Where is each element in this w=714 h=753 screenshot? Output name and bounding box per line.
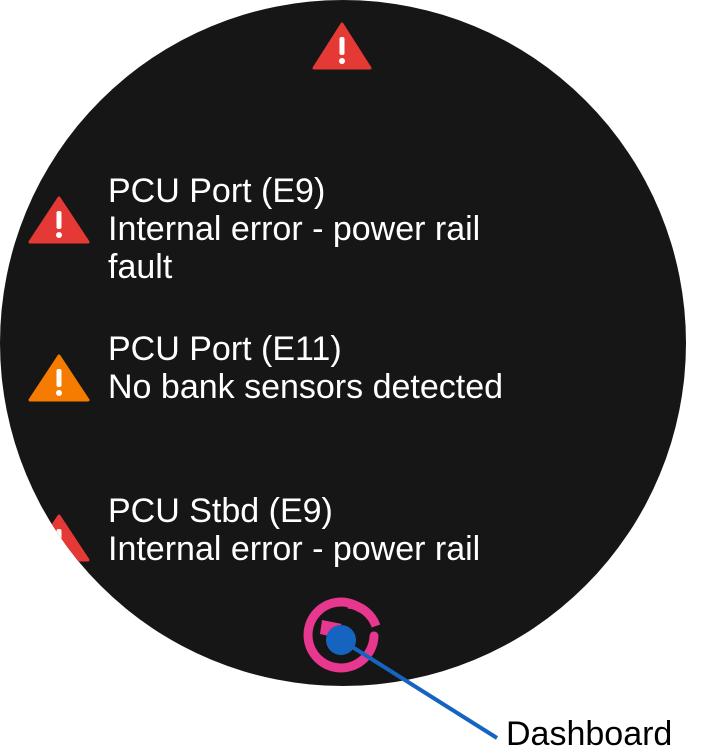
error-title: PCU Stbd (E9) [108, 492, 333, 530]
dashboard-callout-label: Dashboard [506, 715, 673, 753]
error-title: PCU Port (E9) [108, 172, 326, 210]
watch-face: PCU Port (E9) Internal error - power rai… [0, 0, 686, 686]
error-description: No bank sensors detected [108, 368, 504, 406]
error-list[interactable]: PCU Port (E9) Internal error - power rai… [0, 0, 686, 575]
warning-icon [28, 196, 90, 244]
error-text: PCU Port (E11) No bank sensors detected [108, 330, 503, 406]
error-title: PCU Port (E11) [108, 330, 342, 368]
dashboard-logo-icon[interactable] [292, 590, 392, 680]
error-text: PCU Port (E9) Internal error - power rai… [108, 172, 480, 286]
warning-icon [28, 514, 90, 562]
error-description-cont: fault [108, 248, 173, 286]
error-description: Internal error - power rail [108, 530, 481, 568]
top-warning-icon [312, 22, 372, 70]
warning-icon [28, 354, 90, 402]
error-text: PCU Stbd (E9) Internal error - power rai… [108, 492, 480, 568]
error-description: Internal error - power rail [108, 210, 481, 248]
